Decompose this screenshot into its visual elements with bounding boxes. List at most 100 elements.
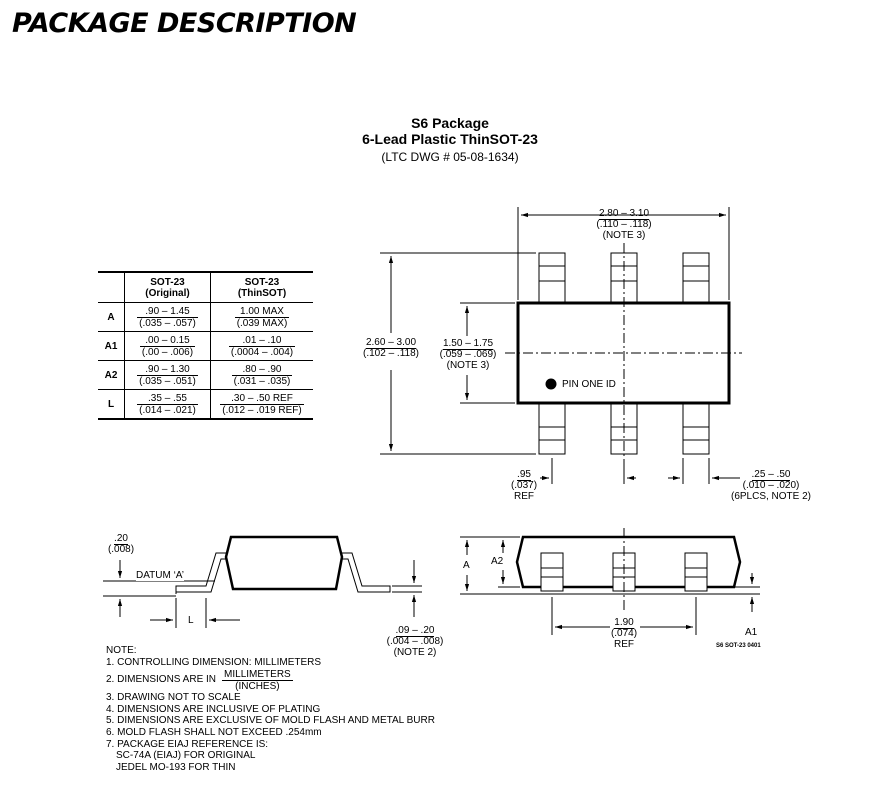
dim-value: 2.60 – 3.00 (365, 337, 417, 349)
cell-numerator: .30 – .50 REF (220, 393, 304, 405)
row-label: A1 (98, 331, 125, 361)
dim-note: REF (614, 639, 634, 650)
dim-inches: (.010 – .020) (742, 480, 800, 491)
cell-numerator: .35 – .55 (137, 393, 198, 405)
table-row: L .35 – .55(.014 – .021) .30 – .50 REF(.… (98, 389, 313, 420)
table-header-row: SOT-23(Original) SOT-23(ThinSOT) (98, 271, 313, 303)
package-subtitle: 6-Lead Plastic ThinSOT-23 (362, 131, 538, 147)
dim-value: .20 (114, 533, 128, 545)
dim-note: (NOTE 3) (602, 230, 646, 241)
units-fraction: MILLIMETERS(INCHES) (222, 669, 293, 692)
note-item: 4. DIMENSIONS ARE INCLUSIVE OF PLATING (106, 703, 321, 715)
units-denominator: (INCHES) (235, 680, 280, 692)
cell-denominator: (.012 – .019 REF) (222, 404, 302, 416)
table-cell: .35 – .55(.014 – .021) (124, 389, 211, 420)
lead-width-label: .25 – .50 (.010 – .020) (6PLCS, NOTE 2) (726, 469, 816, 502)
top-width-label: 2.80 – 3.10 (.110 – .118) (NOTE 3) (581, 208, 667, 241)
table-header-cell: SOT-23(ThinSOT) (210, 271, 313, 303)
page-header: PACKAGE DESCRIPTION (12, 8, 357, 39)
end-view (460, 528, 760, 635)
l-label: L (188, 615, 194, 626)
row-label: L (98, 389, 125, 420)
datum-label: DATUM ‘A’ (136, 570, 184, 581)
dim-note: (6PLCS, NOTE 2) (730, 491, 812, 502)
note-text: 2. DIMENSIONS ARE IN (106, 674, 217, 686)
dim-note: (NOTE 2) (393, 647, 437, 658)
note-subitem: JEDEL MO-193 FOR THIN (116, 761, 236, 773)
body-width-label: 1.50 – 1.75 (.059 – .069) (NOTE 3) (436, 338, 500, 371)
header-bottom: (ThinSOT) (237, 287, 287, 299)
dim-note: REF (514, 491, 534, 502)
table-cell: .30 – .50 REF(.012 – .019 REF) (210, 389, 313, 420)
table-row: A .90 – 1.45(.035 – .057) 1.00 MAX(.039 … (98, 302, 313, 332)
dim-inches: (.102 – .118) (363, 348, 419, 359)
note-item: 5. DIMENSIONS ARE EXCLUSIVE OF MOLD FLAS… (106, 715, 435, 727)
table-header-cell: SOT-23(Original) (124, 271, 211, 303)
header-top: SOT-23 (244, 276, 280, 288)
total-height-label: 2.60 – 3.00 (.102 – .118) (359, 337, 423, 359)
dim-inches: (.059 – .069) (439, 349, 497, 360)
pitch-label: .95 (.037) REF (504, 469, 544, 502)
cell-numerator: .80 – .90 (231, 364, 293, 376)
bottom-lead (682, 399, 710, 455)
cell-denominator: (.00 – .006) (141, 346, 194, 358)
note-item: 6. MOLD FLASH SHALL NOT EXCEED .254mm (106, 726, 322, 738)
cell-numerator: .00 – 0.15 (139, 335, 196, 347)
note-item: 3. DRAWING NOT TO SCALE (106, 692, 241, 704)
standoff-label: .20 (.008) (106, 533, 136, 555)
table-header-cell (98, 271, 125, 303)
right-lead (335, 552, 391, 593)
dim-inches: (.037) (510, 480, 538, 491)
table-cell: .01 – .10(.0004 – .004) (210, 331, 313, 361)
note-subitem: SC-74A (EIAJ) FOR ORIGINAL (116, 750, 256, 762)
span-label: 1.90 (.074) REF (604, 617, 644, 650)
table-row: A1 .00 – 0.15(.00 – .006) .01 – .10(.000… (98, 331, 313, 361)
cell-denominator: (.039 MAX) (236, 317, 288, 329)
header-bottom: (Original) (145, 287, 190, 299)
dim-value: 1.90 (614, 617, 634, 629)
note-item: 7. PACKAGE EIAJ REFERENCE IS: (106, 738, 269, 750)
drawing-number: (LTC DWG # 05-08-1634) (381, 150, 519, 164)
dim-inches: (.004 – .008) (386, 636, 444, 647)
cell-denominator: (.035 – .057) (139, 317, 196, 329)
row-label: A2 (98, 360, 125, 390)
table-row: A2 .90 – 1.30(.035 – .051) .80 – .90(.03… (98, 360, 313, 390)
note-item: 2. DIMENSIONS ARE IN MILLIMETERS(INCHES) (106, 668, 435, 692)
a1-label: A1 (745, 627, 758, 638)
a-label: A (463, 560, 470, 571)
dim-inches: (.074) (610, 628, 638, 639)
dim-inches: (.008) (107, 544, 135, 555)
table-cell: 1.00 MAX(.039 MAX) (210, 302, 313, 332)
cell-numerator: 1.00 MAX (234, 306, 290, 318)
drawing-reference-code: S6 SOT-23 0401 (716, 643, 761, 649)
left-lead (175, 552, 233, 594)
dim-value: 1.50 – 1.75 (442, 338, 494, 350)
package-title: S6 Package (411, 115, 489, 131)
dim-value: 2.80 – 3.10 (598, 208, 650, 220)
dimension-table: SOT-23(Original) SOT-23(ThinSOT) A .90 –… (98, 271, 313, 420)
dim-value: .09 – .20 (395, 625, 435, 637)
table-cell: .00 – 0.15(.00 – .006) (124, 331, 211, 361)
a2-label: A2 (491, 556, 504, 567)
header-top: SOT-23 (150, 276, 185, 288)
dim-inches: (.110 – .118) (596, 219, 652, 230)
dim-note: (NOTE 3) (446, 360, 490, 371)
table-cell: .90 – 1.30(.035 – .051) (124, 360, 211, 390)
pin-one-label: PIN ONE ID (562, 379, 616, 390)
top-view (380, 207, 742, 484)
units-numerator: MILLIMETERS (222, 668, 293, 681)
cell-denominator: (.031 – .035) (233, 375, 291, 387)
cell-numerator: .90 – 1.45 (137, 306, 198, 318)
notes-block: NOTE: 1. CONTROLLING DIMENSION: MILLIMET… (106, 645, 435, 773)
side-view (103, 535, 422, 628)
cell-numerator: .01 – .10 (228, 335, 296, 347)
dim-value: .95 (517, 469, 531, 481)
top-lead (682, 252, 710, 307)
top-lead (538, 252, 566, 307)
notes-heading: NOTE: (106, 645, 137, 656)
side-body (224, 535, 344, 591)
cell-numerator: .90 – 1.30 (137, 364, 198, 376)
cell-denominator: (.035 – .051) (139, 375, 196, 387)
note-item: 1. CONTROLLING DIMENSION: MILLIMETERS (106, 656, 322, 668)
cell-denominator: (.0004 – .004) (230, 346, 294, 358)
